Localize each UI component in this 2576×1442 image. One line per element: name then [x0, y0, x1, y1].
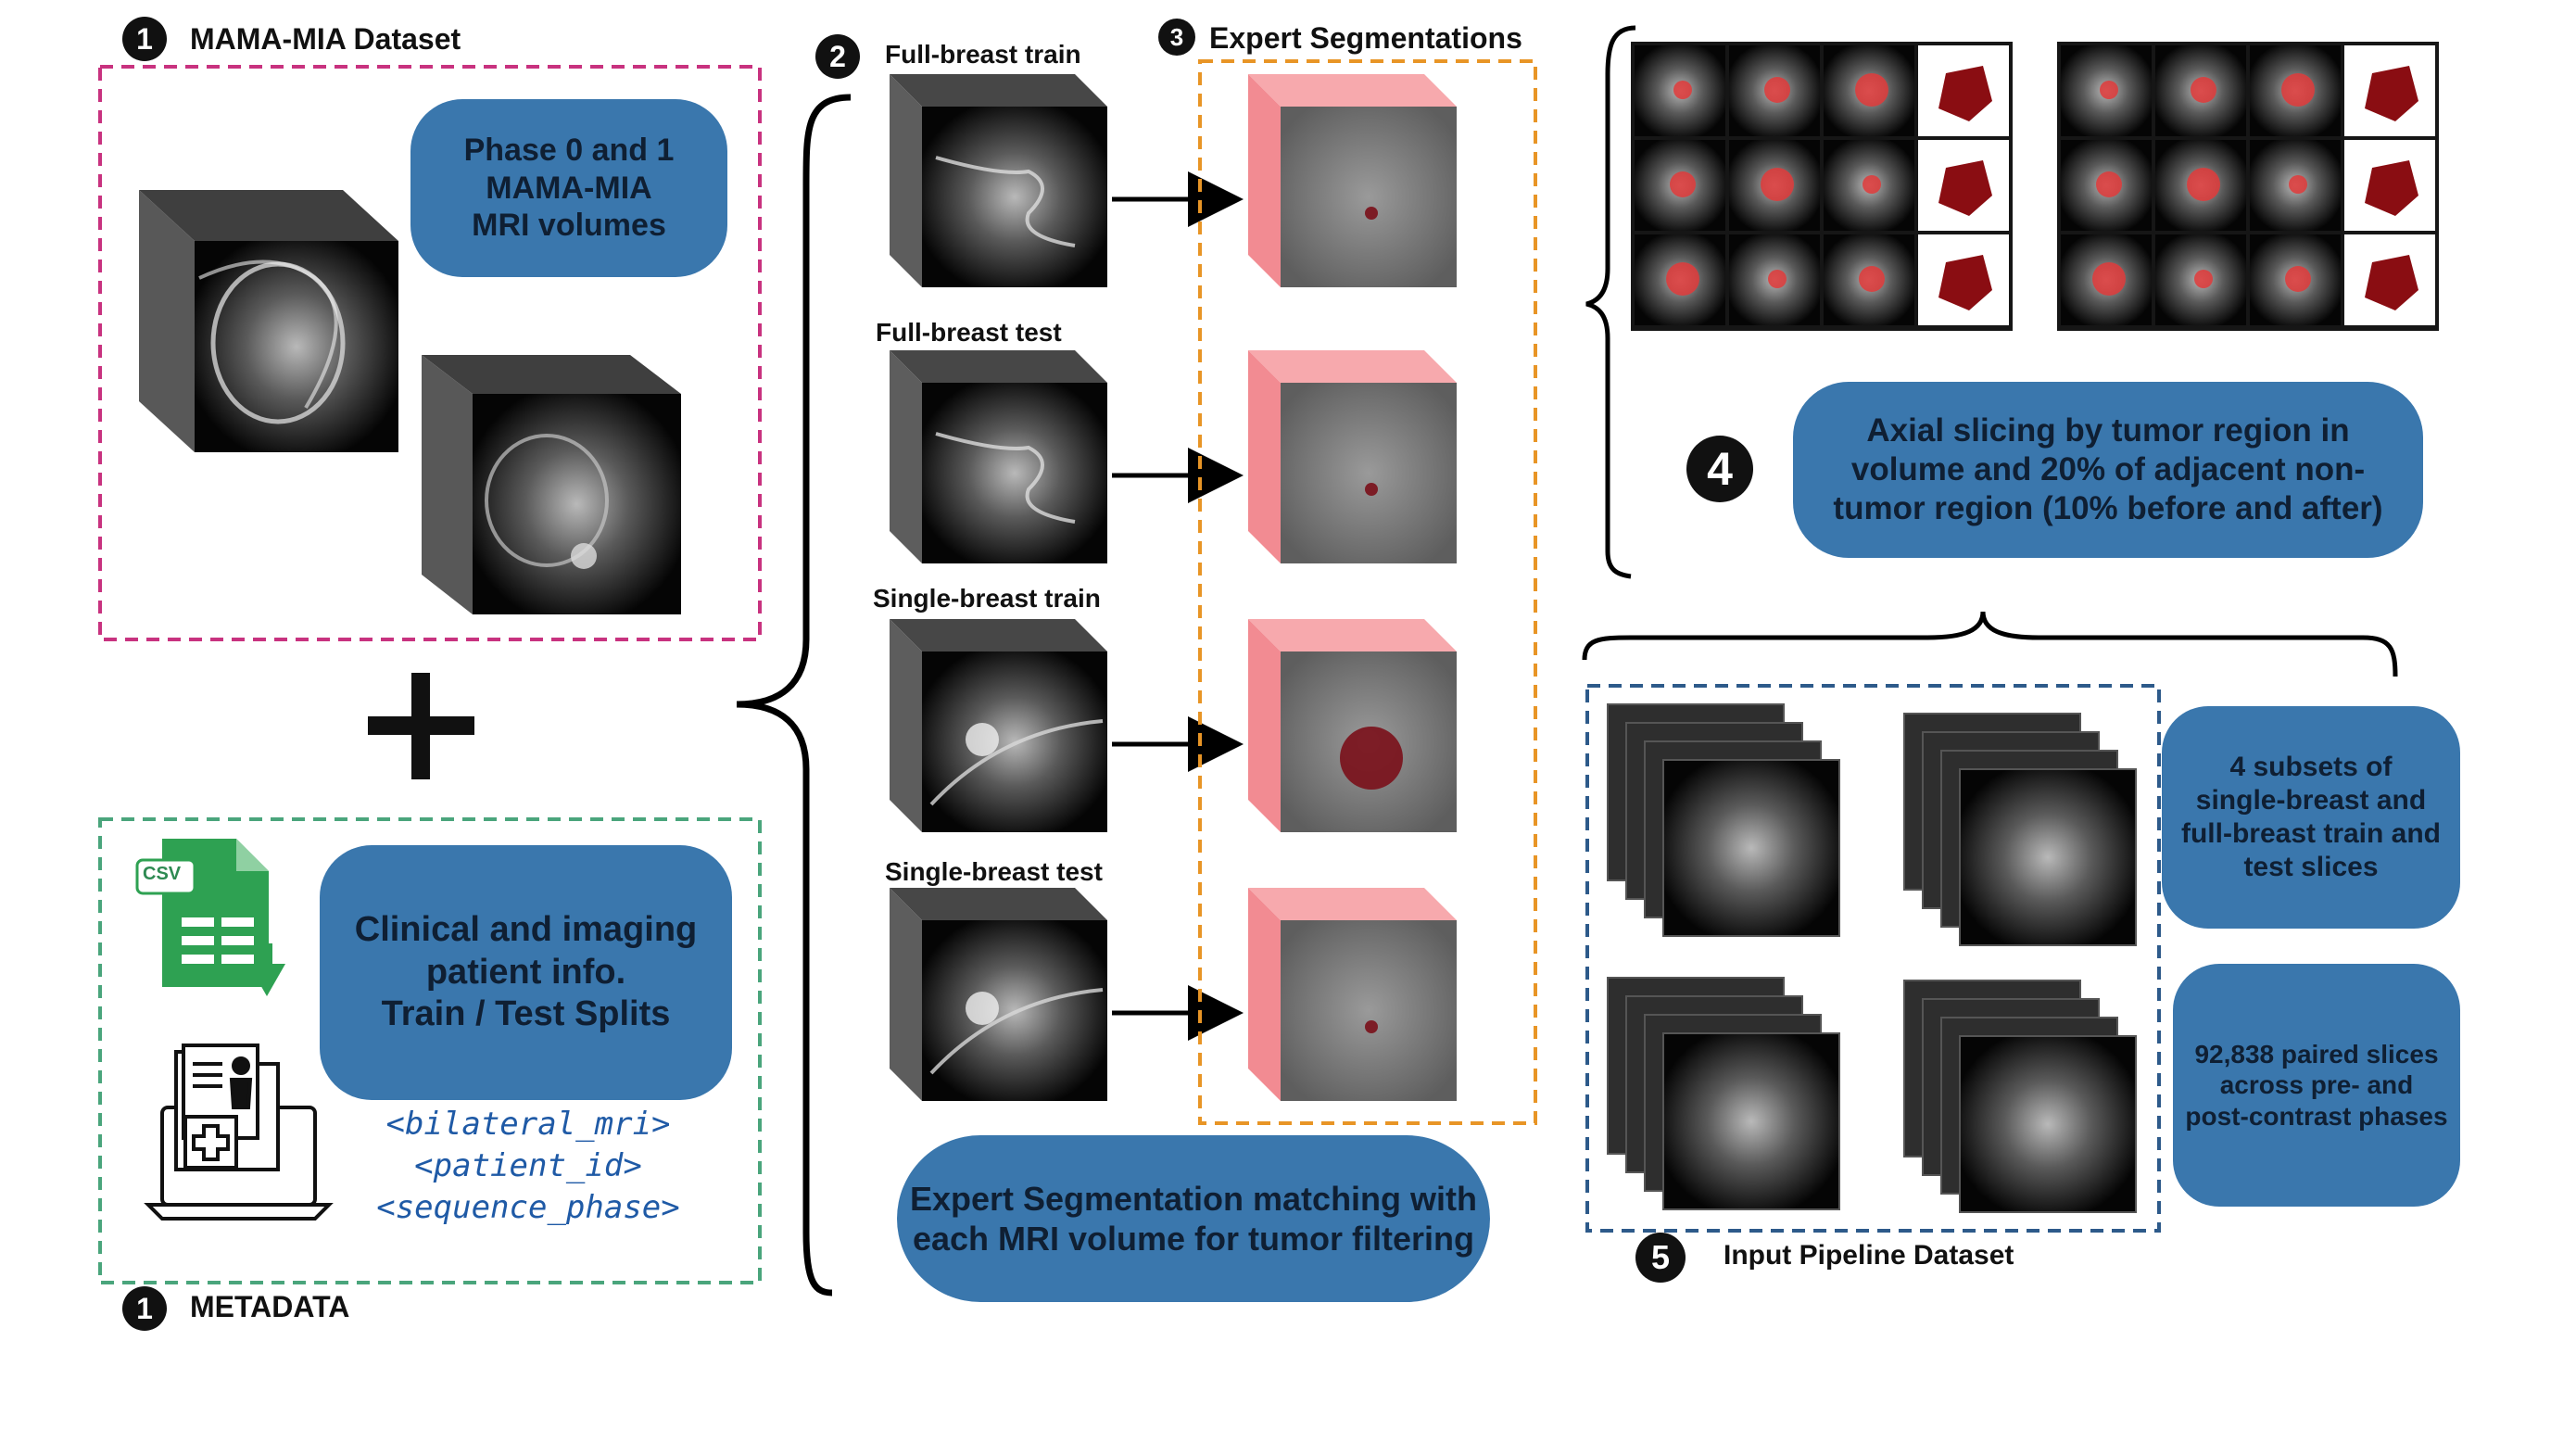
slice-stack — [1903, 713, 2137, 946]
split-label: Single-breast train — [873, 584, 1101, 613]
slice-grid — [1631, 42, 2013, 331]
segmentation-box — [1198, 59, 1537, 1125]
pill-line: patient info. — [425, 952, 626, 992]
mri-split-cube — [890, 74, 1107, 287]
slice-stack — [1607, 977, 1840, 1210]
split-label: Single-breast test — [885, 857, 1103, 886]
csv-file-icon — [135, 839, 285, 996]
pill-line: test slices — [2243, 852, 2379, 882]
segmentation-cube — [1248, 350, 1457, 563]
step-3-badge: 3 — [1158, 19, 1195, 56]
pill-line: Axial slicing by tumor region in — [1866, 412, 2350, 449]
slice-stack — [1903, 980, 2137, 1213]
segmentation-cube — [1248, 74, 1457, 287]
pill-line: across pre- and — [2219, 1070, 2414, 1100]
split-label: Full-breast test — [876, 318, 1062, 347]
mri-volume-cube — [139, 190, 398, 452]
subsets-pill: 4 subsets of single-breast and full-brea… — [2162, 706, 2460, 929]
pill-line: 92,838 paired slices — [2194, 1039, 2439, 1069]
clinical-info-pill: Clinical and imaging patient info. Train… — [320, 845, 732, 1100]
split-label: Full-breast train — [885, 40, 1081, 69]
dataset-title: MAMA-MIA Dataset — [190, 22, 461, 56]
pill-line: full-breast train and — [2180, 818, 2442, 849]
patient-records-icon — [144, 1044, 334, 1221]
grouping-brace — [1585, 25, 1636, 579]
step-1-badge: 1 — [122, 17, 167, 61]
pill-line: single-breast and — [2195, 785, 2427, 816]
paired-slices-pill: 92,838 paired slices across pre- and pos… — [2173, 964, 2460, 1207]
segmentation-cube — [1248, 619, 1457, 832]
pill-line: Train / Test Splits — [381, 994, 671, 1034]
step-5-badge: 5 — [1635, 1233, 1686, 1283]
mri-split-cube — [890, 619, 1107, 832]
dataset-box — [98, 65, 762, 641]
pill-line: tumor region (10% before and after) — [1833, 490, 2383, 526]
csv-label: CSV — [139, 864, 185, 885]
slice-grid — [2057, 42, 2439, 331]
grouping-brace — [1582, 611, 2398, 677]
step-1-badge: 1 — [122, 1286, 167, 1331]
field-sequence-phase: <sequence_phase> — [376, 1189, 680, 1226]
slice-stack — [1607, 703, 1840, 937]
pipeline-title: Input Pipeline Dataset — [1724, 1240, 2014, 1271]
pill-line: volume and 20% of adjacent non- — [1850, 451, 2366, 487]
segmentation-cube — [1248, 888, 1457, 1101]
step-4-badge: 4 — [1686, 436, 1753, 502]
segmentation-title: Expert Segmentations — [1209, 21, 1522, 55]
pipeline-box — [1585, 684, 2161, 1233]
pill-line: each MRI volume for tumor filtering — [912, 1220, 1475, 1258]
axial-slicing-pill: Axial slicing by tumor region in volume … — [1793, 382, 2423, 558]
field-bilateral-mri: <bilateral_mri> — [385, 1106, 671, 1143]
metadata-box — [98, 817, 762, 1284]
segmentation-matching-pill: Expert Segmentation matching with each M… — [897, 1135, 1490, 1302]
pill-line: Clinical and imaging — [354, 910, 698, 950]
pill-line: MRI volumes — [472, 208, 666, 244]
plus-icon — [368, 673, 474, 779]
field-patient-id: <patient_id> — [414, 1147, 642, 1184]
pill-line: Phase 0 and 1 — [463, 132, 675, 168]
pill-line: 4 subsets of — [2229, 752, 2393, 782]
grouping-brace — [736, 94, 852, 1297]
pill-line: Expert Segmentation matching with — [909, 1179, 1478, 1218]
pill-line: MAMA-MIA — [486, 170, 652, 206]
pill-line: post-contrast phases — [2185, 1101, 2448, 1131]
step-2-badge: 2 — [815, 34, 860, 79]
mri-volumes-pill: Phase 0 and 1 MAMA-MIA MRI volumes — [410, 99, 727, 277]
mri-split-cube — [890, 888, 1107, 1101]
mri-volume-cube — [422, 355, 681, 614]
mri-split-cube — [890, 350, 1107, 563]
metadata-title: METADATA — [190, 1290, 350, 1323]
